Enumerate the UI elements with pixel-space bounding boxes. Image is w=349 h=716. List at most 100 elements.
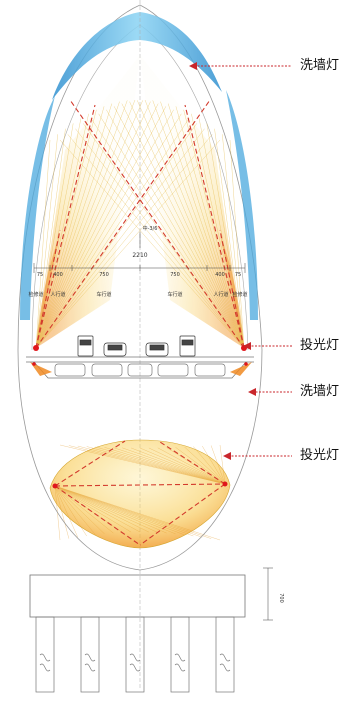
beam-ray — [54, 485, 158, 533]
beam-ray — [168, 103, 245, 349]
beam-ray — [54, 485, 132, 533]
beam-ray — [35, 113, 182, 349]
pier-height-label: 700 — [278, 593, 284, 603]
segment-label: 750 — [170, 272, 180, 278]
upper-beam-lines — [35, 99, 245, 349]
beam-ray — [77, 445, 226, 485]
pile-break-mark — [84, 653, 96, 672]
beam-ray — [131, 447, 226, 485]
truck — [77, 335, 94, 357]
beam-ray — [90, 118, 245, 349]
beam-ray — [86, 446, 226, 485]
beam-ray — [35, 103, 112, 349]
beam-ray — [54, 485, 203, 538]
beam-ray — [35, 99, 136, 349]
beam-ray — [139, 447, 226, 485]
beam-ray — [184, 446, 226, 485]
flood-lamp-left — [33, 345, 39, 351]
beam-ray — [54, 485, 149, 533]
pier-height-dim — [263, 567, 273, 621]
beam-ray — [35, 100, 128, 349]
callout-wash-light-lower: 洗墙灯 — [300, 384, 340, 399]
beam-ray — [35, 106, 167, 349]
beam-ray — [35, 118, 190, 349]
beam-ray — [35, 123, 74, 349]
beam-ray — [219, 444, 226, 485]
beam-ray — [35, 103, 159, 349]
beam-ray — [175, 447, 226, 485]
callout-flood-light-upper: 投光灯 — [300, 338, 340, 353]
beam-ray — [202, 445, 226, 485]
segment-label: 75 — [235, 272, 241, 278]
beam-ray — [68, 445, 226, 485]
vehicles — [77, 335, 196, 357]
beam-ray — [35, 101, 120, 349]
dimension-line — [33, 232, 246, 273]
beam-ray — [160, 101, 245, 349]
beam-ray — [54, 485, 105, 534]
beam-ray — [54, 485, 70, 539]
beam-ray — [35, 128, 205, 349]
wash-light-band-top — [52, 12, 222, 100]
beam-ray — [35, 101, 151, 349]
callout-arrowheads — [189, 62, 256, 460]
flood-lamp-lower-right — [222, 481, 228, 487]
beam-ray — [35, 134, 58, 349]
beam-ray — [35, 139, 51, 349]
wash-lamp-lower-left — [32, 362, 36, 366]
lane-label: 车行道 — [96, 291, 111, 298]
pile-break-mark — [129, 653, 141, 672]
beam-ray — [59, 444, 226, 485]
pile — [215, 616, 235, 693]
lane-label: 检修道 — [232, 291, 247, 298]
total-width-label: 2210 — [132, 252, 147, 259]
beam-ray — [222, 134, 245, 349]
beam-ray — [206, 123, 245, 349]
beam-ray — [210, 445, 226, 485]
wash-light-band-left — [20, 96, 55, 320]
beam-ray — [54, 485, 167, 534]
beam-ray — [198, 118, 245, 349]
segment-label: 75 — [37, 272, 43, 278]
beam-ray — [229, 139, 245, 349]
beam-ray — [35, 123, 197, 349]
beam-ray — [67, 134, 245, 349]
beam-ray — [59, 139, 245, 349]
lane-label: 人行道 — [50, 291, 65, 298]
beam-ray — [54, 485, 114, 534]
beam-ray — [152, 100, 245, 349]
pile-break-mark — [174, 653, 186, 672]
wash-lamp-lower-right — [244, 362, 248, 366]
beam-ray — [129, 101, 245, 349]
lane-label: 检修道 — [28, 291, 43, 298]
beam-ray — [54, 485, 176, 535]
lane-label: 人行道 — [213, 291, 228, 298]
beam-ray — [35, 118, 82, 349]
beam-ray — [83, 123, 245, 349]
beam-ray — [54, 485, 194, 537]
pile-break-mark — [219, 653, 231, 672]
callout-leaders — [194, 65, 292, 457]
beam-ray — [104, 447, 226, 485]
lower-arch — [17, 349, 263, 571]
beam-ray — [54, 485, 78, 538]
wash-light-lower-left — [30, 362, 52, 376]
lower-beam-lines — [54, 440, 226, 546]
pile — [125, 616, 145, 693]
beam-ray — [54, 485, 221, 541]
segment-label: 400 — [215, 272, 225, 278]
beam-ray — [98, 113, 245, 349]
beam-ray — [54, 485, 141, 533]
segment-label: 750 — [99, 272, 109, 278]
beam-ray — [106, 109, 245, 349]
beam-ray — [35, 134, 213, 349]
wash-light-lower-right — [230, 362, 252, 376]
beam-ray — [95, 446, 226, 485]
beam-ray — [193, 446, 226, 485]
beam-ray — [148, 447, 226, 485]
beam-ray — [35, 109, 174, 349]
beam-ray — [113, 447, 226, 485]
beam-ray — [191, 113, 245, 349]
beam-ray — [75, 128, 245, 349]
